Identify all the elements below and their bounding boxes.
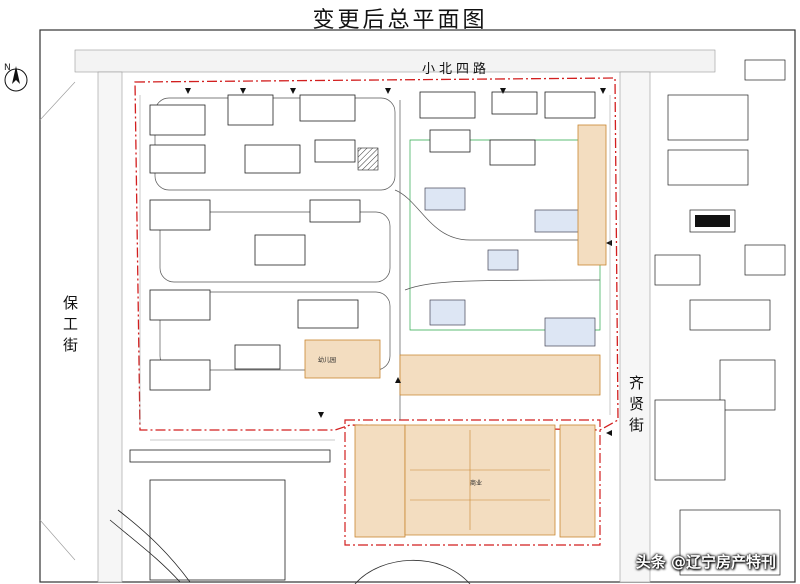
east-road-label: 齐贤街 [627, 375, 645, 438]
commercial-label: 商业 [470, 479, 482, 487]
compass-icon [4, 66, 28, 92]
internal-roads [154, 97, 601, 420]
low-rise-blocks [424, 187, 596, 347]
compass-label: N [4, 63, 11, 73]
watermark: 头条 @辽宁房产特刊 [635, 553, 776, 571]
drawing-frame [39, 29, 796, 583]
entrance-arrows [185, 88, 612, 436]
west-road-label: 保工街 [61, 295, 79, 358]
south-boundary [344, 419, 601, 546]
neighbour-buildings [654, 59, 786, 576]
south-roundabout [354, 559, 471, 584]
dark-building [695, 215, 730, 227]
north-road [74, 49, 716, 73]
southwest-mall [109, 449, 331, 583]
kindergarten-label: 幼儿园 [318, 356, 336, 364]
residential-towers [149, 91, 596, 391]
west-road [97, 71, 123, 583]
east-road [619, 71, 651, 583]
landscape-line [409, 139, 601, 331]
north-road-label: 小北四路 [422, 62, 491, 77]
commercial-podium [304, 124, 607, 538]
plan-title: 变更后总平面图 [312, 8, 488, 33]
